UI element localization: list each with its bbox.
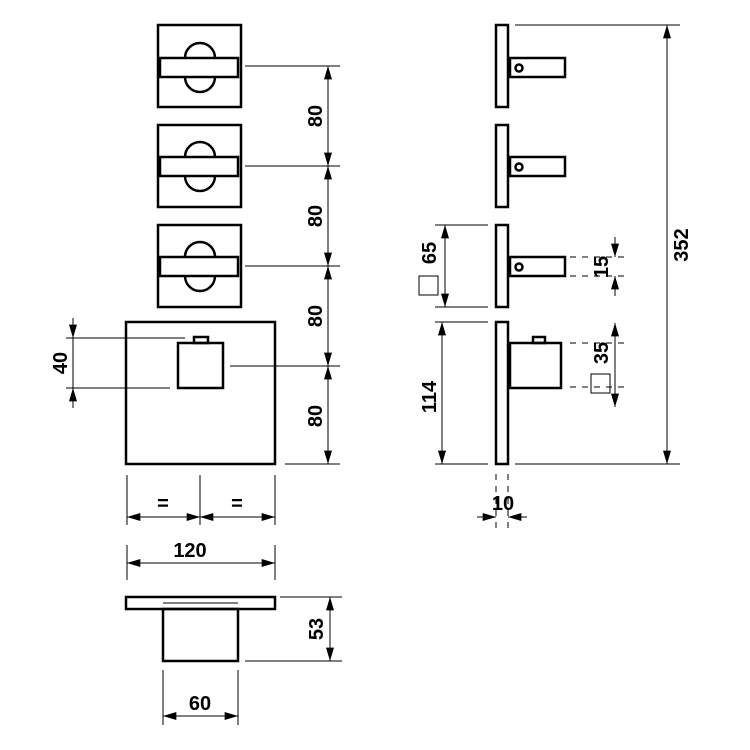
plate-width-label: 120 [173, 540, 206, 562]
small-plate-3 [156, 223, 243, 309]
spacing-label: 80 [305, 305, 327, 327]
knob-height-dimension: 40 [50, 318, 185, 408]
knob-label: 35 [591, 342, 613, 364]
handle-label: 15 [591, 256, 613, 278]
depth-label: 53 [306, 618, 328, 640]
square-symbol [418, 275, 439, 296]
equal-label: = [157, 493, 169, 515]
centering-dimension: = = [126, 475, 276, 525]
equal-label: = [231, 493, 243, 515]
side-view: 352 65 15 35 114 10 [418, 23, 693, 528]
front-view: 80 80 80 80 40 = = [50, 23, 340, 580]
bottom-view: 53 60 [124, 595, 342, 725]
spacing-dimension: 80 80 80 80 [230, 65, 340, 465]
square-symbol [590, 373, 611, 394]
small-plate-1 [156, 23, 243, 109]
spacing-label: 80 [305, 205, 327, 227]
small-plate-2 [156, 123, 243, 209]
large-plate-label: 114 [419, 380, 441, 413]
large-plate [124, 320, 277, 466]
small-plate-label: 65 [419, 242, 441, 264]
plate-width-dimension: 120 [126, 540, 276, 580]
spacing-label: 80 [305, 105, 327, 127]
total-height-label: 352 [671, 228, 693, 261]
plate-thickness-label: 10 [492, 493, 514, 515]
body-width-label: 60 [189, 693, 211, 715]
knob-height-label: 40 [50, 352, 72, 374]
spacing-label: 80 [305, 405, 327, 427]
